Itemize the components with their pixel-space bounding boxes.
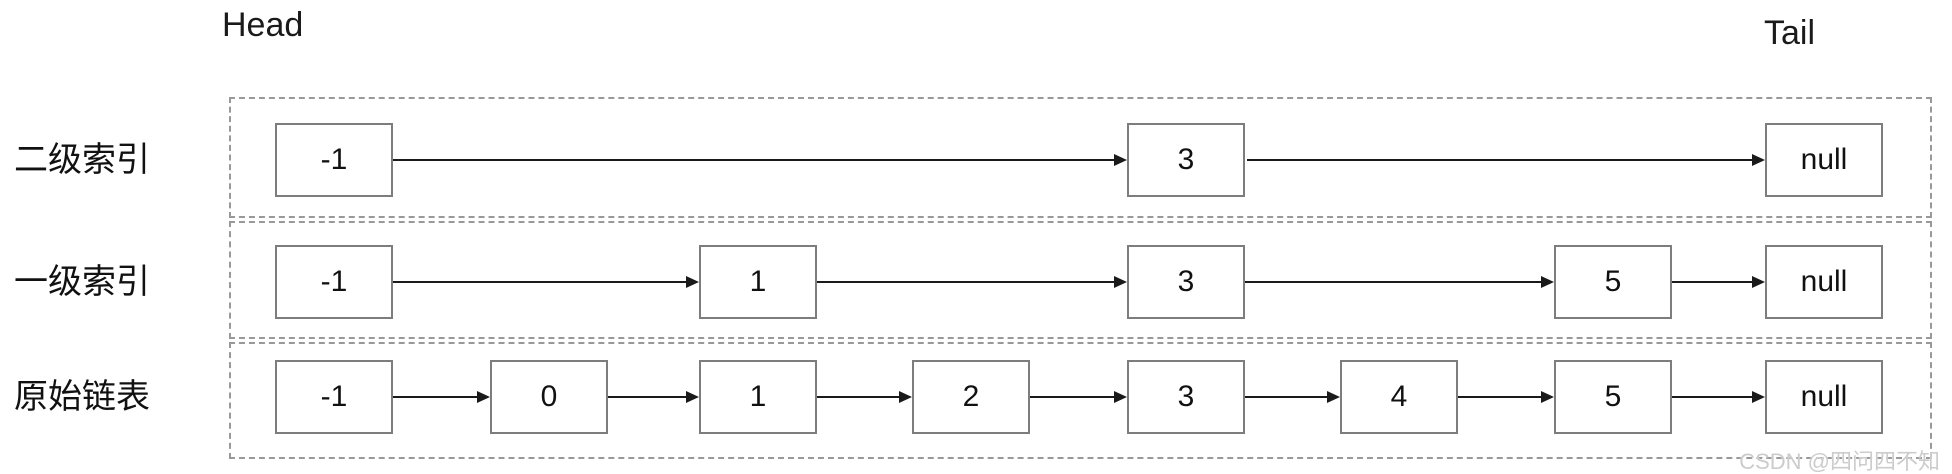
arrow-connector bbox=[817, 276, 1127, 288]
arrow-connector bbox=[1245, 276, 1554, 288]
arrow-connector bbox=[1245, 391, 1340, 403]
node-box: null bbox=[1765, 123, 1883, 197]
row-label-level1-index: 一级索引 bbox=[14, 263, 150, 301]
arrow-connector bbox=[1672, 391, 1765, 403]
original-list-panel bbox=[229, 342, 1932, 459]
node-box: 1 bbox=[699, 245, 817, 319]
node-box: null bbox=[1765, 245, 1883, 319]
tail-label: Tail bbox=[1764, 14, 1816, 52]
node-box: 1 bbox=[699, 360, 817, 434]
level2-index-panel bbox=[229, 97, 1932, 218]
level1-index-panel bbox=[229, 221, 1932, 339]
node-box: null bbox=[1765, 360, 1883, 434]
arrow-connector bbox=[1247, 154, 1765, 166]
node-box: 2 bbox=[912, 360, 1030, 434]
node-box: -1 bbox=[275, 123, 393, 197]
node-box: 3 bbox=[1127, 245, 1245, 319]
arrow-connector bbox=[817, 391, 912, 403]
row-label-original-list: 原始链表 bbox=[14, 378, 150, 416]
node-box: 3 bbox=[1127, 360, 1245, 434]
arrow-connector bbox=[608, 391, 699, 403]
arrow-connector bbox=[393, 391, 490, 403]
row-label-level2-index: 二级索引 bbox=[14, 141, 150, 179]
head-label: Head bbox=[222, 6, 304, 44]
arrow-connector bbox=[393, 276, 699, 288]
arrow-connector bbox=[1030, 391, 1127, 403]
node-box: 0 bbox=[490, 360, 608, 434]
node-box: -1 bbox=[275, 360, 393, 434]
node-box: 5 bbox=[1554, 360, 1672, 434]
arrow-connector bbox=[1672, 276, 1765, 288]
csdn-watermark: CSDN @四问四不知 bbox=[1739, 449, 1940, 474]
arrow-connector bbox=[393, 154, 1127, 166]
node-box: -1 bbox=[275, 245, 393, 319]
node-box: 3 bbox=[1127, 123, 1245, 197]
arrow-connector bbox=[1458, 391, 1554, 403]
node-box: 4 bbox=[1340, 360, 1458, 434]
node-box: 5 bbox=[1554, 245, 1672, 319]
